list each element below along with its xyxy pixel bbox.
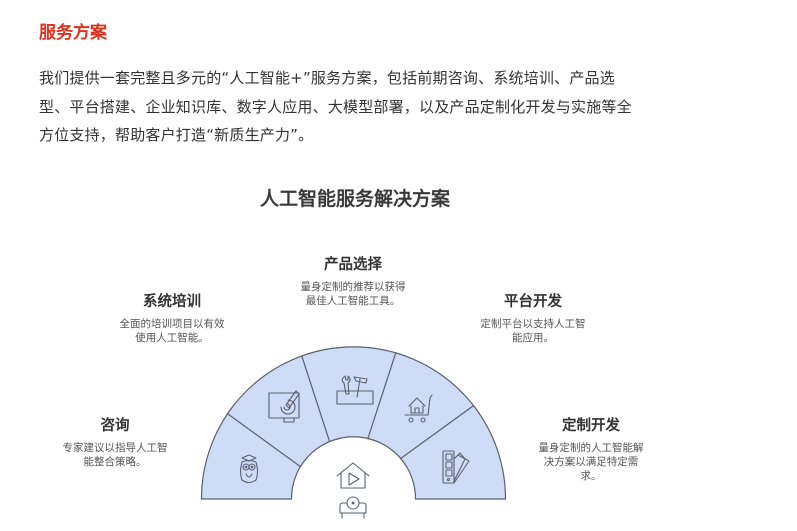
section-title: 服务方案 — [39, 23, 107, 43]
description-line: 使用人工智能。 — [135, 332, 209, 344]
label-title: 系统培训 — [143, 294, 201, 310]
owl-icon — [239, 454, 259, 484]
description-line: 量身定制的推荐以获得 — [300, 281, 406, 293]
description-line: 定制平台以支持人工智 — [480, 318, 586, 330]
label-title: 定制开发 — [562, 418, 620, 434]
label-description: 量身定制的人工智能解 决方案以满足特定需 求。 — [516, 441, 666, 483]
description-line: 决方案以满足特定需 — [543, 456, 639, 468]
description-line: 量身定制的人工智能解 — [538, 442, 644, 454]
intro-line: 型、平台搭建、企业知识库、数字人应用、大模型部署，以及产品定制化开发与实施等全 — [39, 97, 632, 116]
segment-label-platform-development: 平台开发 定制平台以支持人工智 能应用。 — [458, 290, 608, 345]
label-title: 平台开发 — [504, 294, 562, 310]
segment-label-product-selection: 产品选择 量身定制的推荐以获得 最佳人工智能工具。 — [278, 253, 428, 308]
intro-paragraph: 我们提供一套完整且多元的“人工智能+”服务方案，包括前期咨询、系统培训、产品选 … — [39, 64, 699, 150]
description-line: 求。 — [580, 470, 602, 482]
description-line: 最佳人工智能工具。 — [305, 295, 401, 307]
description-line: 专家建议以指导人工智 — [62, 442, 168, 454]
intro-line: 我们提供一套完整且多元的“人工智能+”服务方案，包括前期咨询、系统培训、产品选 — [39, 69, 615, 87]
color-swatch-icon — [442, 450, 470, 484]
drawing-tablet-icon — [268, 390, 300, 423]
label-description: 量身定制的推荐以获得 最佳人工智能工具。 — [278, 280, 428, 308]
segment-label-custom-development: 定制开发 量身定制的人工智能解 决方案以满足特定需 求。 — [516, 414, 666, 483]
label-title: 产品选择 — [324, 257, 382, 273]
label-title: 咨询 — [100, 418, 130, 434]
diagram-title: 人工智能服务解决方案 — [259, 188, 450, 210]
toolbox-icon — [336, 375, 374, 405]
label-description: 专家建议以指导人工智 能整合策略。 — [40, 441, 190, 469]
description-line: 能应用。 — [512, 332, 554, 344]
intro-line: 方位支持，帮助客户打造“新质生产力”。 — [39, 126, 314, 144]
label-description: 定制平台以支持人工智 能应用。 — [458, 317, 608, 345]
segment-label-training: 系统培训 全面的培训项目以有效 使用人工智能。 — [97, 290, 247, 345]
shopping-cart-house-icon — [404, 394, 433, 423]
play-house-and-projector-icon — [336, 462, 370, 519]
segment-label-consulting: 咨询 专家建议以指导人工智 能整合策略。 — [40, 414, 190, 469]
diagram-segment — [399, 404, 507, 500]
description-line: 全面的培训项目以有效 — [119, 318, 225, 330]
description-line: 能整合策略。 — [83, 456, 147, 468]
label-description: 全面的培训项目以有效 使用人工智能。 — [97, 317, 247, 345]
